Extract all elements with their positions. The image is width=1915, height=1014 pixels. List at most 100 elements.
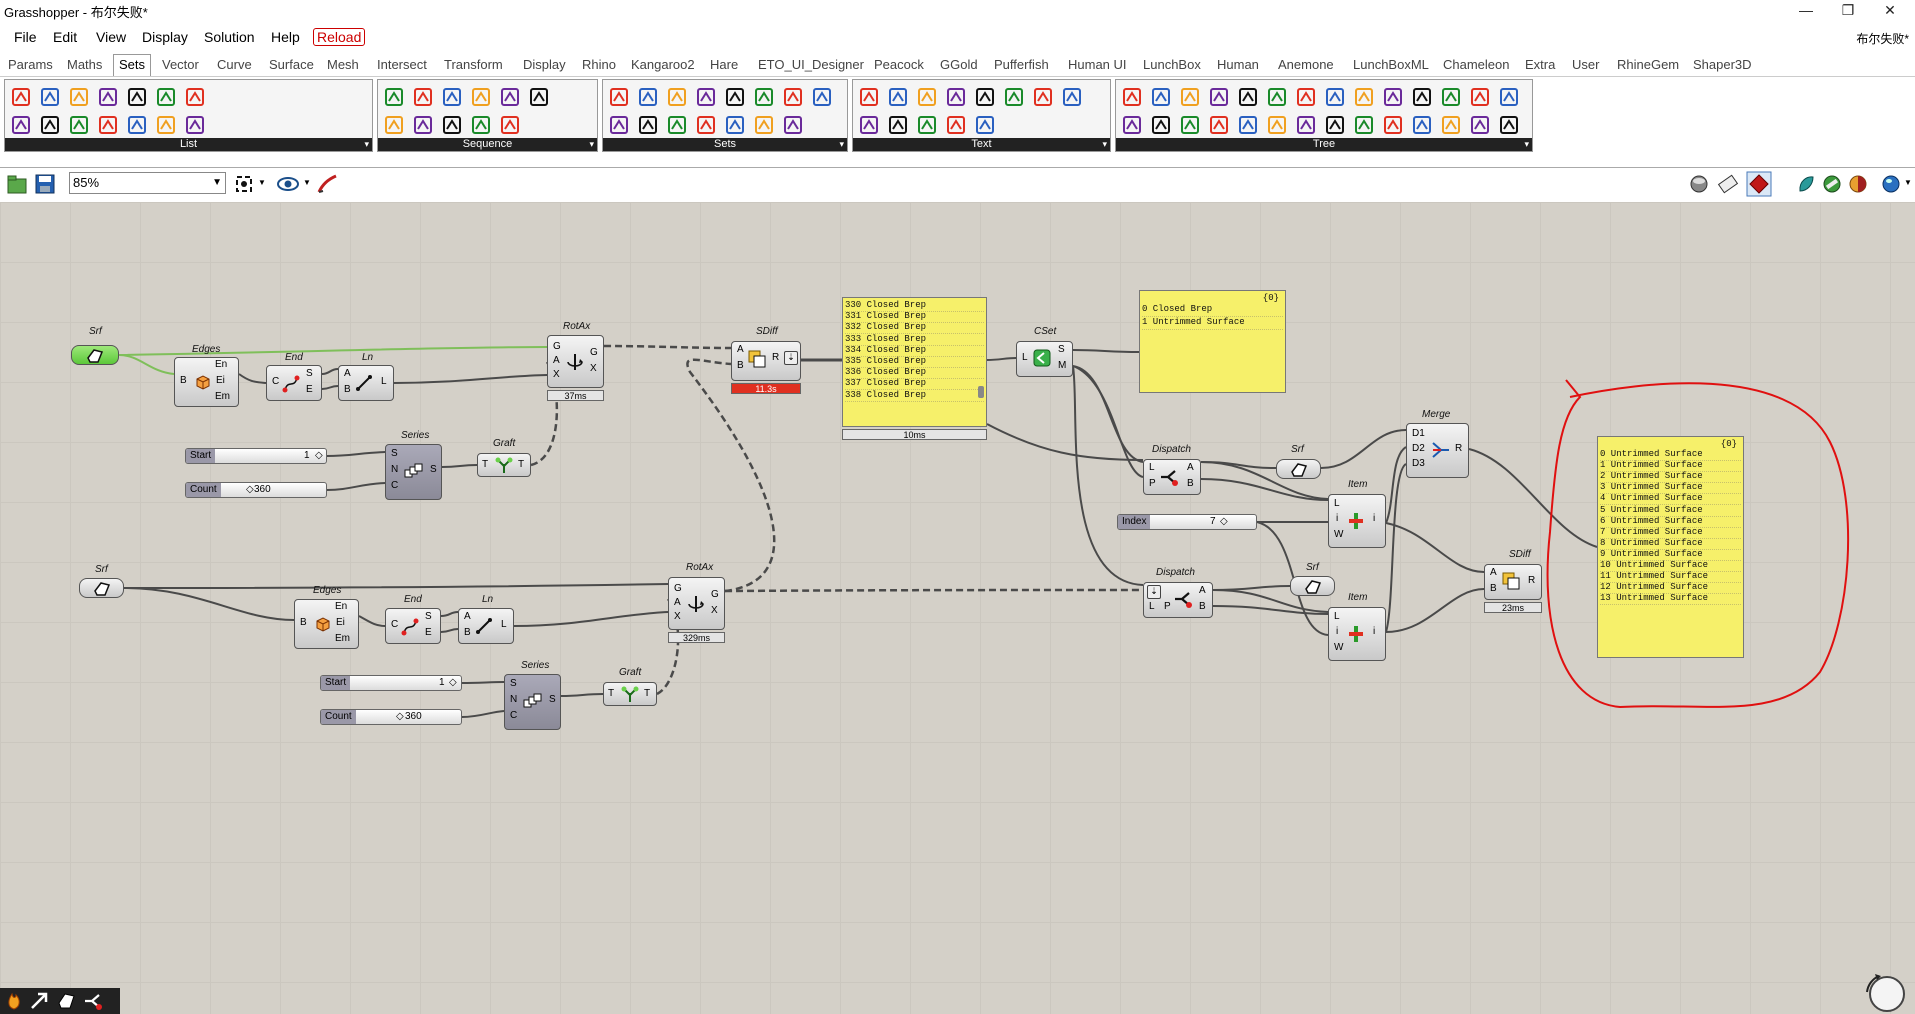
sdiff-input-a[interactable]: A (1490, 567, 1497, 578)
text-component-icon[interactable] (974, 86, 996, 108)
menu-edit[interactable]: Edit (53, 29, 78, 45)
item-input-l[interactable]: L (1334, 611, 1340, 622)
tab-lunchboxml[interactable]: LunchBoxML (1353, 57, 1429, 72)
tab-human[interactable]: Human (1217, 57, 1259, 72)
sequence-component-icon[interactable] (441, 86, 463, 108)
tab-hare[interactable]: Hare (710, 57, 739, 72)
count-slider-1[interactable]: Count ◇ 360 (185, 482, 327, 498)
line-output-l[interactable]: L (381, 376, 387, 387)
slider-grip-icon[interactable]: ◇ (246, 484, 254, 495)
solid-difference-component-1[interactable]: A B R ⇣ (731, 341, 801, 381)
sequence-component-icon[interactable] (412, 114, 434, 136)
menu-file[interactable]: File (14, 29, 37, 45)
sequence-component-icon[interactable] (470, 86, 492, 108)
series-component-2[interactable]: S N C S (504, 674, 561, 730)
list-component-icon[interactable] (155, 114, 177, 136)
series-input-c[interactable]: C (391, 480, 399, 491)
tree-component-icon[interactable] (1295, 114, 1317, 136)
tree-component-icon[interactable] (1469, 86, 1491, 108)
preview-eye-icon[interactable] (276, 173, 300, 195)
list-component-icon[interactable] (68, 114, 90, 136)
tab-rhinegem[interactable]: RhineGem (1617, 57, 1680, 72)
sequence-component-icon[interactable] (499, 86, 521, 108)
rotax-input-a[interactable]: A (553, 355, 560, 366)
sequence-component-icon[interactable] (528, 86, 550, 108)
series-output-s[interactable]: S (549, 694, 556, 705)
series-input-s[interactable]: S (510, 678, 517, 689)
dispatch-output-b[interactable]: B (1187, 478, 1194, 489)
preview-selected-icon[interactable] (1746, 171, 1772, 197)
panel-scrollbar[interactable] (978, 386, 984, 398)
edges-component-1[interactable]: B En Ei Em (174, 357, 239, 407)
line-input-b[interactable]: B (344, 384, 351, 395)
surface-param-3[interactable] (1276, 459, 1321, 479)
series-input-s[interactable]: S (391, 448, 398, 459)
tab-vector[interactable]: Vector (162, 57, 199, 72)
fire-icon[interactable] (3, 991, 25, 1011)
list-component-icon[interactable] (10, 114, 32, 136)
menu-view[interactable]: View (96, 29, 127, 45)
tab-chameleon[interactable]: Chameleon (1443, 57, 1510, 72)
grasshopper-canvas[interactable]: Srf Edges B En Ei Em End C S E Ln A B L … (0, 202, 1915, 1014)
sets-component-icon[interactable] (666, 86, 688, 108)
dispatch-widget-icon[interactable] (83, 991, 105, 1011)
zoom-extents-icon[interactable] (233, 173, 255, 195)
arrow-tool-icon[interactable] (29, 991, 51, 1011)
tree-component-icon[interactable] (1411, 114, 1433, 136)
preview-wireframe-icon[interactable] (1717, 173, 1739, 195)
sets-component-icon[interactable] (753, 86, 775, 108)
sequence-component-icon[interactable] (499, 114, 521, 136)
dispatch-input-p[interactable]: P (1164, 601, 1171, 612)
tab-pufferfish[interactable]: Pufferfish (994, 57, 1049, 72)
graft-component-1[interactable]: T T (477, 453, 531, 477)
start-slider-1[interactable]: Start 1 ◇ (185, 448, 327, 464)
list-component-icon[interactable] (155, 86, 177, 108)
item-input-l[interactable]: L (1334, 498, 1340, 509)
sets-component-icon[interactable] (782, 86, 804, 108)
tree-component-icon[interactable] (1266, 114, 1288, 136)
cset-output-m[interactable]: M (1058, 360, 1067, 371)
line-input-b[interactable]: B (464, 627, 471, 638)
graft-output-t[interactable]: T (644, 688, 651, 699)
tab-extra[interactable]: Extra (1525, 57, 1556, 72)
line-input-a[interactable]: A (464, 611, 471, 622)
text-component-icon[interactable] (974, 114, 996, 136)
tree-component-icon[interactable] (1208, 114, 1230, 136)
tree-component-icon[interactable] (1324, 114, 1346, 136)
slider-grip-icon[interactable]: ◇ (396, 711, 404, 722)
sets-component-icon[interactable] (811, 86, 833, 108)
sketch-pen-icon[interactable] (316, 173, 340, 195)
maximize-button[interactable]: ❐ (1841, 2, 1855, 18)
merge-input-d3[interactable]: D3 (1412, 458, 1425, 469)
end-input-c[interactable]: C (391, 619, 399, 630)
tree-component-icon[interactable] (1150, 114, 1172, 136)
sets-component-icon[interactable] (753, 114, 775, 136)
rotate-axis-component-2[interactable]: G A X G X (668, 577, 725, 630)
list-item-component-2[interactable]: L i W i (1328, 607, 1386, 661)
tab-maths[interactable]: Maths (67, 57, 103, 72)
tree-component-icon[interactable] (1411, 86, 1433, 108)
rotax-input-x[interactable]: X (674, 611, 681, 622)
zoom-select[interactable]: 85%▼ (69, 172, 226, 194)
edges-input-b[interactable]: B (180, 375, 187, 386)
end-points-component-1[interactable]: C S E (266, 365, 322, 401)
list-component-icon[interactable] (184, 114, 206, 136)
dispatch-input-l[interactable]: L (1149, 462, 1155, 473)
item-output-i[interactable]: i (1373, 513, 1376, 524)
sets-component-icon[interactable] (608, 114, 630, 136)
tree-component-icon[interactable] (1295, 86, 1317, 108)
series-input-c[interactable]: C (510, 710, 518, 721)
index-slider[interactable]: Index 7 ◇ (1117, 514, 1257, 530)
dispatch-input-l[interactable]: L (1149, 601, 1155, 612)
preview-dropdown-icon[interactable]: ▼ (303, 178, 311, 187)
dispatch-component-2[interactable]: ⇣ L P A B (1143, 582, 1213, 618)
sdiff-input-b[interactable]: B (1490, 583, 1497, 594)
panel-list-expand-icon[interactable]: ▾ (364, 139, 369, 149)
list-component-icon[interactable] (10, 86, 32, 108)
slider-grip-icon[interactable]: ◇ (1220, 516, 1228, 527)
sequence-component-icon[interactable] (441, 114, 463, 136)
material-green-icon[interactable] (1821, 173, 1843, 195)
edges-output-en[interactable]: En (215, 359, 228, 370)
text-component-icon[interactable] (1061, 86, 1083, 108)
edges-output-ei[interactable]: Ei (216, 375, 225, 386)
